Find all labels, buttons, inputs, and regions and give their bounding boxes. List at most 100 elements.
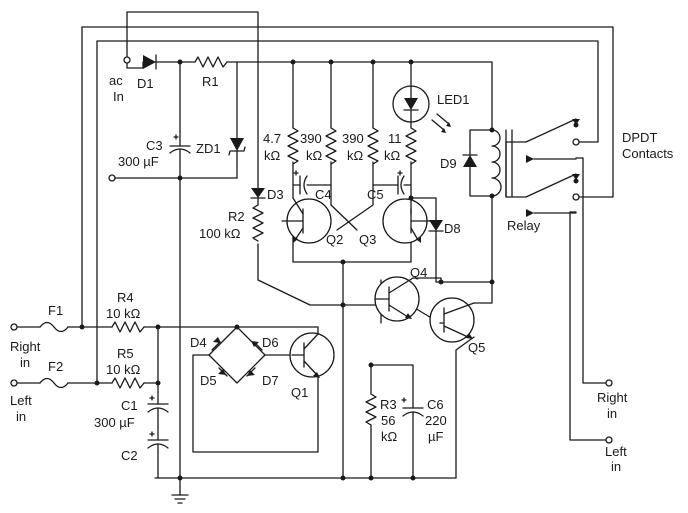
label-c3-1: C3: [146, 138, 163, 153]
label-right-in-1: Right: [10, 339, 41, 354]
transistor-q2: [281, 197, 332, 244]
capacitor-c6: [401, 397, 424, 417]
label-c6-1: C6: [427, 397, 444, 412]
capacitor-c3: [169, 131, 191, 161]
label-left-in-1: Left: [10, 393, 32, 408]
label-q2: Q2: [326, 232, 343, 247]
transistor-q4: [374, 276, 420, 322]
label-c6-3: µF: [428, 429, 443, 444]
label-d7: D7: [262, 373, 279, 388]
label-c2: C2: [121, 448, 138, 463]
label-c3-2: 300 µF: [118, 154, 159, 169]
fuse-f2: [39, 377, 69, 389]
label-f1: F1: [48, 303, 63, 318]
fuse-f1: [39, 321, 69, 333]
diode-d9: [462, 144, 478, 171]
label-left-in-2: in: [16, 409, 26, 424]
label-res390b-1: 390: [342, 131, 364, 146]
zener-zd1: [228, 138, 246, 161]
diode-d1: [142, 54, 163, 70]
label-r5-1: R5: [117, 346, 134, 361]
label-left-out-1: Left: [605, 444, 627, 459]
label-c1-2: 300 µF: [94, 415, 135, 430]
label-r2-1: R2: [228, 209, 245, 224]
capacitor-c1: [147, 395, 169, 417]
transistor-q5: [429, 297, 475, 343]
label-r1: R1: [202, 74, 219, 89]
capacitor-c5: [382, 170, 408, 195]
label-zd1: ZD1: [196, 141, 221, 156]
label-r3-3: kΩ: [381, 429, 398, 444]
left-in-terminal: [10, 379, 18, 387]
label-led1: LED1: [437, 92, 470, 107]
bridge-diodes: [211, 337, 263, 377]
label-f2: F2: [48, 359, 63, 374]
transistor-q1: [289, 332, 335, 378]
label-r5-2: 10 kΩ: [106, 362, 141, 377]
relay-coil: [491, 129, 513, 197]
label-res11-1: 11: [388, 131, 402, 146]
diode-d4: [213, 337, 221, 343]
label-ac-in-1: ac: [109, 73, 123, 88]
label-q1: Q1: [291, 385, 308, 400]
relay-contacts: [526, 119, 580, 217]
capacitor-c4: [293, 170, 326, 195]
label-q5: Q5: [468, 340, 485, 355]
label-r3-1: R3: [380, 397, 397, 412]
label-q3: Q3: [359, 232, 376, 247]
label-d8: D8: [444, 221, 461, 236]
label-right-out-2: in: [607, 406, 617, 421]
label-q4: Q4: [410, 265, 427, 280]
capacitor-c2: [147, 431, 169, 453]
ground-symbol: [171, 494, 189, 504]
resistor-r3: [365, 393, 377, 426]
resistor-390k-b: [367, 127, 379, 165]
ac-in-terminal-bottom: [108, 174, 116, 182]
resistor-r2: [252, 204, 264, 242]
resistor-r4: [111, 321, 145, 333]
label-ac-in-2: In: [113, 89, 124, 104]
label-right-out-1: Right: [597, 390, 628, 405]
resistor-11k: [405, 127, 417, 165]
right-in-terminal: [10, 323, 18, 331]
label-d5: D5: [200, 373, 217, 388]
diode-d6: [251, 341, 259, 347]
label-res390b-2: kΩ: [347, 148, 364, 163]
label-r3-2: 56: [381, 413, 395, 428]
ac-in-terminal-top: [123, 56, 131, 64]
label-r4-2: 10 kΩ: [106, 306, 141, 321]
label-res47-2: kΩ: [264, 148, 281, 163]
label-c6-2: 220: [425, 413, 447, 428]
label-dpdt-1: DPDT: [622, 130, 657, 145]
label-r2-2: 100 kΩ: [199, 226, 241, 241]
label-dpdt-2: Contacts: [622, 146, 674, 161]
resistor-r5: [111, 377, 145, 389]
label-d9: D9: [440, 156, 457, 171]
label-left-out-2: in: [611, 459, 621, 474]
diode-d3: [250, 188, 266, 199]
label-r4-1: R4: [117, 290, 134, 305]
label-c4: C4: [315, 187, 332, 202]
led-led1: [392, 85, 451, 133]
label-res390a-1: 390: [300, 131, 322, 146]
resistor-r1: [194, 56, 228, 68]
label-c5: C5: [367, 187, 384, 202]
transistor-q3: [382, 197, 431, 244]
diode-d8: [428, 220, 444, 239]
right-out-terminal: [605, 379, 613, 387]
resistor-390k-a: [325, 127, 337, 165]
label-res11-2: kΩ: [384, 148, 401, 163]
label-d3: D3: [267, 187, 284, 202]
labels: ac In D1 R1 C3 300 µF ZD1 D3 R2 100 kΩ 4…: [10, 73, 674, 474]
resistor-4k7: [287, 127, 299, 165]
resistors: [111, 56, 417, 426]
label-res47-1: 4.7: [263, 131, 281, 146]
label-res390a-2: kΩ: [306, 148, 323, 163]
label-c1-1: C1: [121, 398, 138, 413]
label-d1: D1: [137, 76, 154, 91]
wires: [17, 11, 614, 496]
left-out-terminal: [605, 436, 613, 444]
label-d6: D6: [262, 335, 279, 350]
label-d4: D4: [190, 335, 207, 350]
